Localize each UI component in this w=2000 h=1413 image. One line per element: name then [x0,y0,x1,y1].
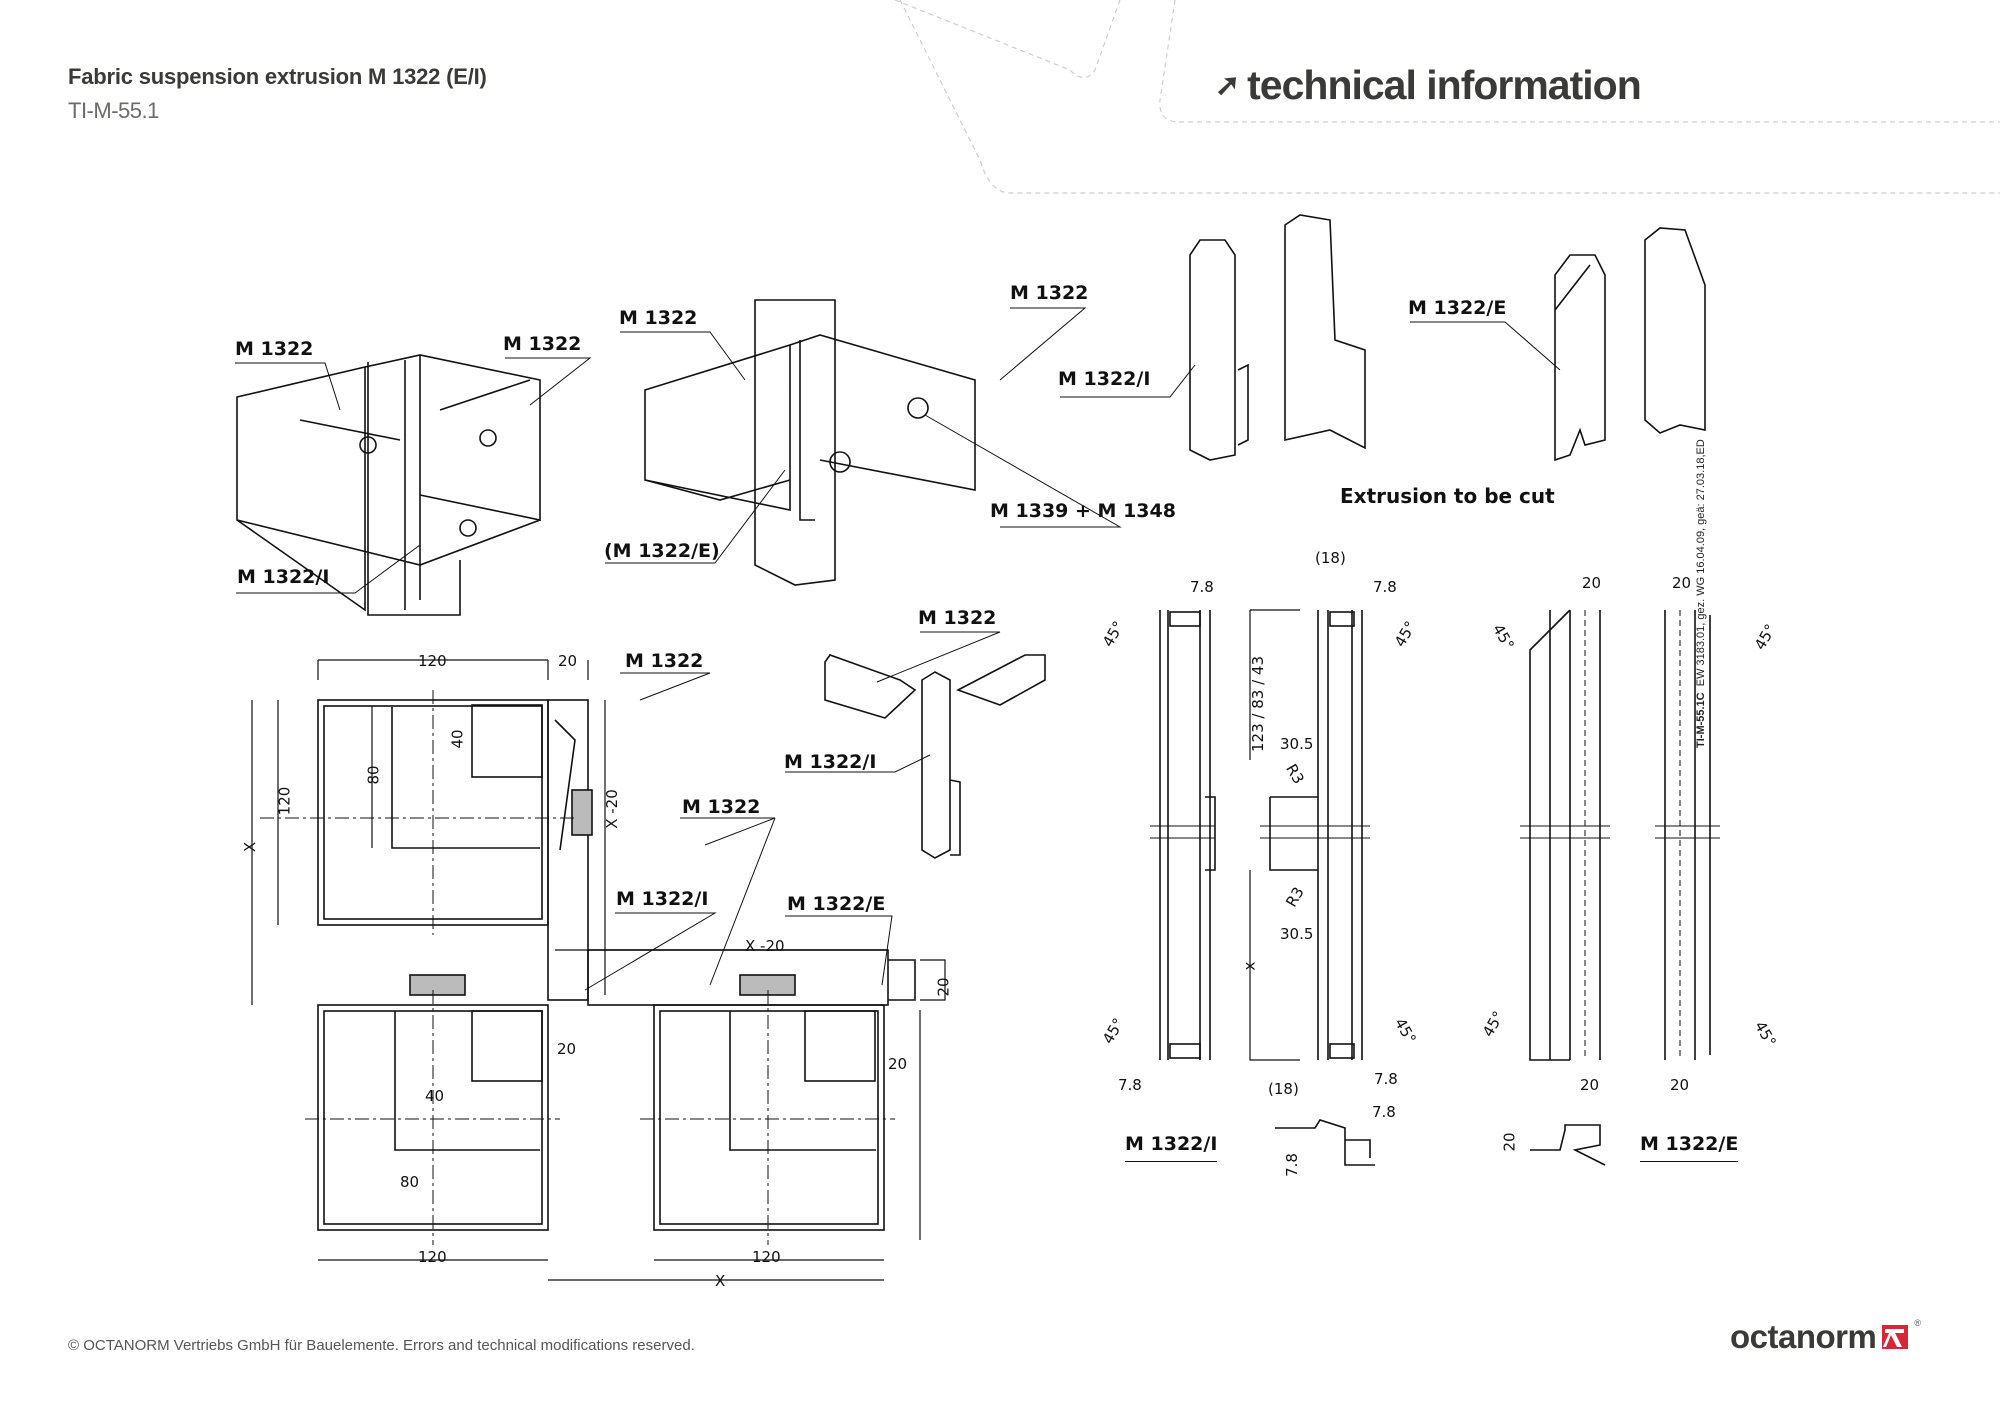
dim-20: 20 [888,1055,908,1073]
dim-30-5: 30.5 [1280,735,1314,753]
label-m1322: M 1322 [235,338,314,360]
label-m1322-i: M 1322/I [784,751,877,773]
dim-7-8: 7.8 [1373,578,1397,596]
dim-7-8: 7.8 [1282,1153,1301,1177]
extrusion-3d-e [1554,227,1706,462]
section-lower-profile-right [653,1004,885,1231]
extrusion-3d-i [1189,214,1366,461]
dim-20: 20 [558,652,578,670]
label-m1322: M 1322 [625,650,704,672]
isometric-junction-center [644,299,976,586]
cut-drawing-e [1520,609,1720,1061]
dim-7-8: 7.8 [1118,1076,1142,1094]
isometric-junction-left [236,354,541,616]
dim-20: 20 [557,1040,577,1058]
dim-120: 120 [418,1248,447,1266]
dim-80: 80 [400,1173,420,1191]
label-m1322-e: M 1322/E [787,893,886,915]
dim-x: X [715,1272,726,1290]
section-fabric-cover [409,949,916,1006]
dim-x-minus-20: X -20 [745,937,785,955]
logo-wordmark: octanorm [1730,1318,1877,1355]
label-m1322-e: M 1322/E [1408,297,1507,319]
cut-drawing-e-title: M 1322/E [1640,1133,1739,1162]
document-title: Fabric suspension extrusion M 1322 (E/I) [68,64,487,89]
exploded-view [824,654,1046,859]
label-m1322-i: M 1322/I [1058,368,1151,390]
dim-120: 120 [752,1248,781,1266]
brand-logo[interactable]: octanorm ® [1730,1318,1921,1356]
dim-120: 120 [275,786,294,816]
extrusion-caption: Extrusion to be cut [1340,484,1555,508]
dim-notch-length: 123 / 83 / 43 [1248,656,1267,752]
footer-copyright: © OCTANORM Vertriebs GmbH für Bauelement… [68,1337,695,1354]
dim-20: 20 [934,977,953,997]
drawing-reference-code: TI-M-55.1C [1695,692,1707,748]
label-m1322: M 1322 [682,796,761,818]
logo-mark-icon [1882,1325,1909,1349]
document-code: TI-M-55.1 [68,98,159,123]
arrow-up-right-icon: ➚ [1215,68,1240,102]
registered-mark: ® [1914,1318,1921,1328]
dim-20: 20 [1672,574,1692,592]
dim-40: 40 [448,729,467,749]
dim-120: 120 [418,652,447,670]
label-m1339-m1348: M 1339 + M 1348 [990,500,1176,522]
label-m1322-e: (M 1322/E) [604,540,720,562]
dim-7-8: 7.8 [1190,578,1214,596]
profile-e-small [1530,1124,1606,1166]
dim-20: 20 [1580,1076,1600,1094]
drawing-reference-note: TI-M-55.1C EW 3183.01, gez. WG 16.04.09,… [1695,248,1707,748]
dim-7-8: 7.8 [1372,1103,1396,1121]
label-m1322-i: M 1322/I [616,888,709,910]
label-m1322: M 1322 [503,333,582,355]
dim-40: 40 [425,1087,445,1105]
cut-drawing-i [1150,609,1370,1061]
cut-drawing-i-title: M 1322/I [1125,1133,1218,1162]
section-heading: ➚ technical information [1215,62,1642,109]
label-m1322: M 1322 [619,307,698,329]
dim-x: X [241,841,260,853]
section-heading-text: technical information [1247,62,1642,108]
dim-20: 20 [1670,1076,1690,1094]
label-m1322: M 1322 [918,607,997,629]
dim-x: x [1240,961,1259,971]
dim-7-8: 7.8 [1374,1070,1398,1088]
profile-i-small [1275,1119,1375,1166]
dim-20: 20 [1500,1132,1519,1152]
dim-30-5: 30.5 [1280,925,1314,943]
label-m1322: M 1322 [1010,282,1089,304]
label-m1322-i: M 1322/I [237,566,330,588]
dim-20: 20 [1582,574,1602,592]
dim-18: (18) [1268,1080,1299,1098]
dim-x-minus-20: X -20 [602,789,621,829]
dim-18: (18) [1315,549,1346,567]
drawing-reference-text: EW 3183.01, gez. WG 16.04.09, geä: 27.03… [1695,439,1707,687]
dim-80: 80 [364,765,383,785]
